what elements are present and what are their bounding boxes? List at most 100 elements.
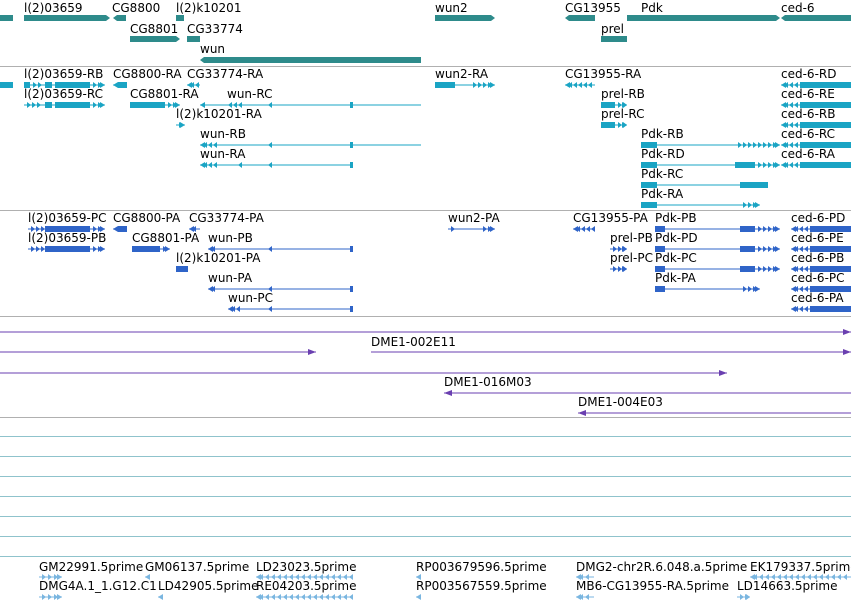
mrna-feature[interactable] xyxy=(200,162,353,168)
gene-feature[interactable] xyxy=(24,15,110,21)
protein-feature[interactable] xyxy=(610,246,627,252)
protein-feature[interactable] xyxy=(791,306,851,312)
est-feature[interactable] xyxy=(416,574,421,580)
mrna-feature[interactable] xyxy=(781,82,851,88)
gene-feature[interactable] xyxy=(601,36,627,42)
protein-label: CG33774-PA xyxy=(189,211,265,225)
protein-feature[interactable] xyxy=(208,246,353,252)
empty-track-line xyxy=(0,496,851,497)
mrna-feature[interactable] xyxy=(200,142,421,148)
protein-feature[interactable] xyxy=(655,226,780,232)
protein-label: ced-6-PE xyxy=(791,231,844,245)
gene-feature[interactable] xyxy=(627,15,780,21)
protein-label: prel-PC xyxy=(610,251,653,265)
mrna-feature[interactable] xyxy=(781,162,851,168)
gene-feature[interactable] xyxy=(113,15,126,21)
mrna-feature[interactable] xyxy=(130,102,180,108)
mrna-feature[interactable] xyxy=(176,122,185,128)
protein-feature[interactable] xyxy=(655,246,780,252)
protein-feature[interactable] xyxy=(228,306,353,312)
protein-feature[interactable] xyxy=(791,246,851,252)
est-feature[interactable] xyxy=(750,574,851,580)
clone-feature[interactable] xyxy=(371,349,851,355)
clone-label: DME1-016M03 xyxy=(444,375,532,389)
protein-feature[interactable] xyxy=(655,266,780,272)
gene-feature[interactable] xyxy=(781,15,851,21)
mrna-feature[interactable] xyxy=(781,142,851,148)
empty-track-line xyxy=(0,536,851,537)
protein-feature[interactable] xyxy=(132,246,170,252)
mrna-feature[interactable] xyxy=(641,162,780,168)
gene-feature-offscreen-left[interactable] xyxy=(0,15,13,21)
protein-feature[interactable] xyxy=(176,266,188,272)
est-label: LD23023.5prime xyxy=(256,560,357,574)
protein-feature[interactable] xyxy=(28,226,105,232)
mrna-label: wun-RB xyxy=(200,127,246,141)
mrna-feature[interactable] xyxy=(781,122,851,128)
protein-feature[interactable] xyxy=(448,226,495,232)
mrna-feature[interactable] xyxy=(435,82,495,88)
est-label: RP003679596.5prime xyxy=(416,560,547,574)
mrna-feature[interactable] xyxy=(113,82,127,88)
gene-feature[interactable] xyxy=(176,15,184,21)
est-feature[interactable] xyxy=(39,594,62,600)
protein-feature[interactable] xyxy=(189,226,200,232)
est-feature[interactable] xyxy=(158,594,163,600)
protein-feature[interactable] xyxy=(655,286,760,292)
clone-feature[interactable] xyxy=(578,410,851,416)
mrna-feature[interactable] xyxy=(641,182,768,188)
protein-label: ced-6-PA xyxy=(791,291,844,305)
protein-feature[interactable] xyxy=(28,246,105,252)
mrna-feature[interactable] xyxy=(601,122,627,128)
gene-feature[interactable] xyxy=(200,57,421,63)
clone-feature[interactable] xyxy=(0,329,851,335)
protein-feature[interactable] xyxy=(791,266,851,272)
est-feature[interactable] xyxy=(576,594,594,600)
protein-feature[interactable] xyxy=(610,266,627,272)
gene-feature[interactable] xyxy=(187,36,200,42)
gene-label: l(2)k10201 xyxy=(176,1,241,15)
gene-feature[interactable] xyxy=(130,36,180,42)
gene-feature[interactable] xyxy=(435,15,495,21)
est-feature[interactable] xyxy=(145,574,150,580)
mrna-feature[interactable] xyxy=(24,102,105,108)
protein-label: Pdk-PB xyxy=(655,211,697,225)
mrna-feature[interactable] xyxy=(24,82,105,88)
mrna-feature[interactable] xyxy=(565,82,595,88)
est-feature[interactable] xyxy=(416,594,421,600)
clone-feature[interactable] xyxy=(0,349,316,355)
protein-feature[interactable] xyxy=(573,226,595,232)
gene-feature[interactable] xyxy=(565,15,595,21)
est-feature[interactable] xyxy=(737,594,750,600)
est-label: LD42905.5prime xyxy=(158,579,259,593)
clone-feature[interactable] xyxy=(0,370,727,376)
est-label: GM22991.5prime xyxy=(39,560,143,574)
est-label: MB6-CG13955-RA.5prime xyxy=(576,579,729,593)
mrna-feature[interactable] xyxy=(641,142,780,148)
protein-feature[interactable] xyxy=(791,226,851,232)
gene-label: CG8801 xyxy=(130,22,178,36)
est-label: EK179337.5prime xyxy=(750,560,851,574)
clone-feature[interactable] xyxy=(444,390,851,396)
protein-label: CG8800-PA xyxy=(113,211,181,225)
mrna-label: wun-RC xyxy=(227,87,272,101)
mrna-label: CG33774-RA xyxy=(187,67,264,81)
mrna-label: l(2)03659-RB xyxy=(24,67,103,81)
gene-label: CG13955 xyxy=(565,1,621,15)
est-feature[interactable] xyxy=(576,574,594,580)
est-feature[interactable] xyxy=(256,574,353,580)
mrna-feature[interactable] xyxy=(187,82,200,88)
est-feature[interactable] xyxy=(39,574,62,580)
gene-label: Pdk xyxy=(641,1,663,15)
mrna-feature[interactable] xyxy=(200,102,421,108)
mrna-feature[interactable] xyxy=(781,102,851,108)
protein-feature[interactable] xyxy=(791,286,851,292)
mrna-feature[interactable] xyxy=(601,102,627,108)
protein-feature[interactable] xyxy=(113,226,127,232)
mrna-feature[interactable] xyxy=(641,202,760,208)
mrna-feature-offscreen-left[interactable] xyxy=(0,82,13,88)
est-feature[interactable] xyxy=(256,594,353,600)
protein-feature[interactable] xyxy=(208,286,353,292)
